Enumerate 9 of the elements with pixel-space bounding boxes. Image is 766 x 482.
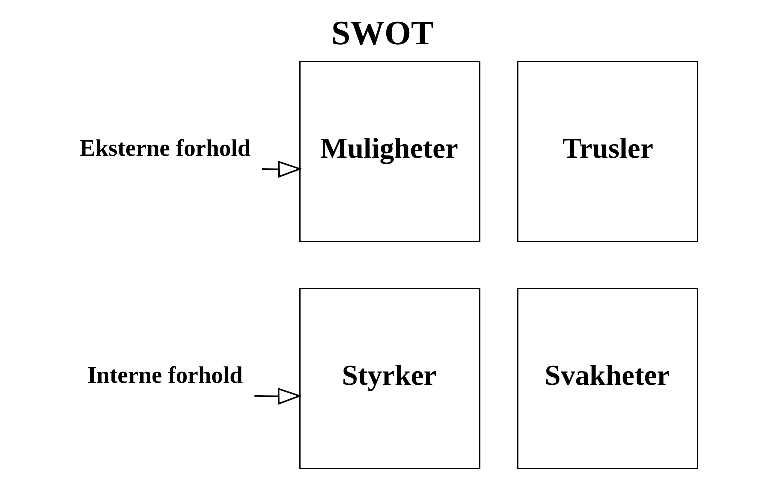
node-box: Styrker bbox=[299, 288, 480, 470]
arrow bbox=[262, 161, 302, 178]
node-text: Eksterne forhold bbox=[79, 136, 250, 162]
diagram-title: SWOT bbox=[331, 16, 434, 53]
node-text: Interne forhold bbox=[87, 363, 243, 390]
node-box: Muligheter bbox=[299, 61, 480, 242]
node-box: Svakheter bbox=[516, 288, 698, 470]
arrow bbox=[254, 388, 302, 405]
node-box: Trusler bbox=[516, 61, 698, 242]
